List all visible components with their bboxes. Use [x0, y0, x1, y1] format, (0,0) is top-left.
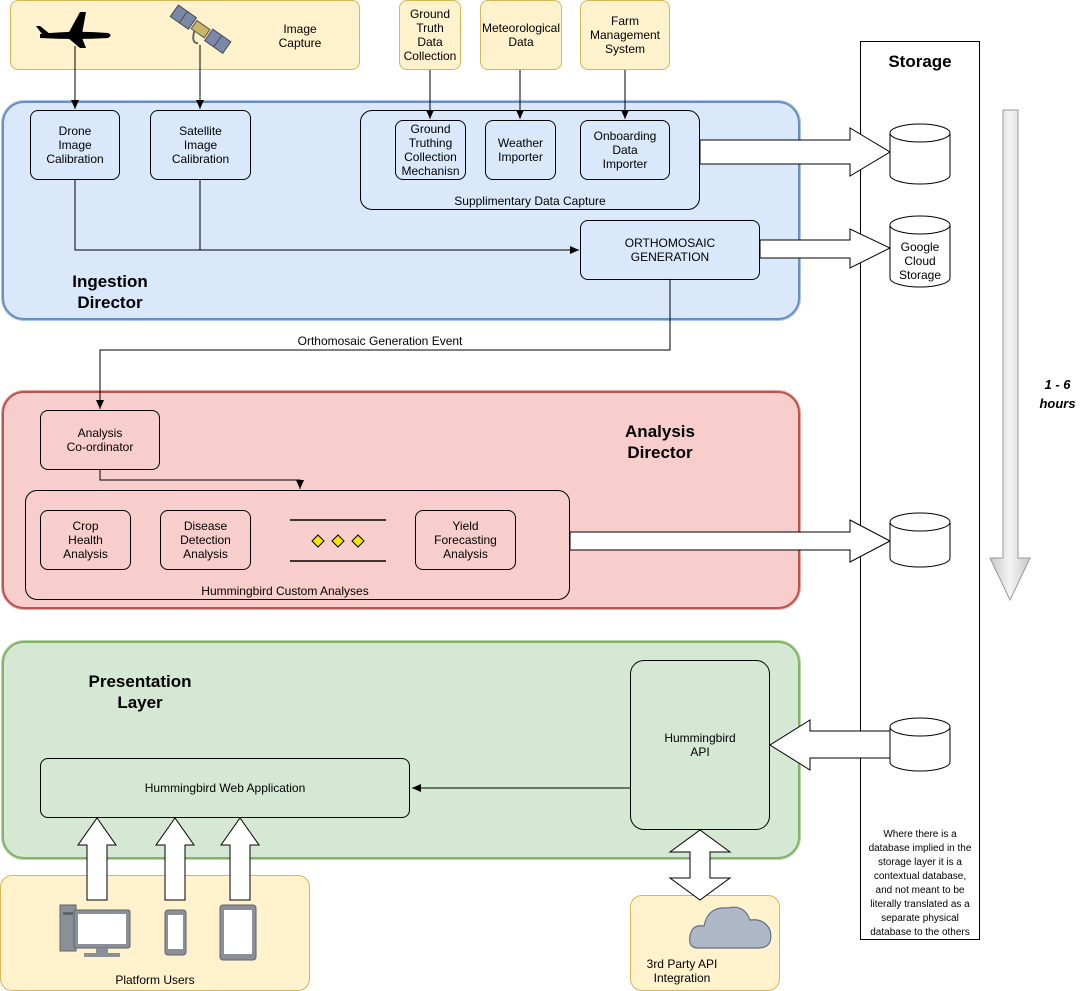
desktop-computer-icon — [59, 904, 131, 957]
ingestion-director-region — [2, 101, 800, 320]
presentation-layer-region — [2, 641, 800, 859]
cloud-icon — [689, 906, 772, 949]
meteorological-data-box: Meteorological Data — [480, 0, 562, 70]
custom-analyses-label: Hummingbird Custom Analyses — [201, 584, 369, 598]
third-party-label: 3rd Party API Integration — [646, 957, 718, 985]
ground-truthing-box: Ground Truthing Collection Mechanisn — [395, 120, 466, 180]
orthomosaic-event-label: Orthomosaic Generation Event — [297, 334, 463, 348]
web-application-box: Hummingbird Web Application — [40, 758, 410, 818]
orthomosaic-generation-box: ORTHOMOSAIC GENERATION — [580, 220, 760, 280]
google-cloud-storage-icon — [889, 215, 951, 288]
ground-truth-data-box: Ground Truth Data Collection — [399, 0, 461, 70]
analysis-director-region — [2, 391, 800, 609]
timeline-arrow-icon — [989, 109, 1031, 602]
supplementary-data-capture-label: Supplimentary Data Capture — [454, 194, 606, 208]
database-icon — [889, 512, 951, 568]
onboarding-importer-box: Onboarding Data Importer — [580, 120, 670, 180]
mobile-phone-icon — [164, 909, 187, 956]
image-capture-label: Image Capture — [278, 22, 322, 50]
ingestion-director-title: Ingestion Director — [72, 272, 148, 312]
yield-forecasting-box: Yield Forecasting Analysis — [415, 510, 516, 570]
analysis-coordinator-box: Analysis Co-ordinator — [40, 410, 160, 470]
farm-management-box: Farm Management System — [580, 0, 670, 70]
presentation-layer-title: Presentation Layer — [88, 672, 192, 712]
database-icon — [889, 123, 951, 185]
timeline-label: 1 - 6 hours — [1039, 377, 1076, 411]
platform-users-box — [0, 875, 310, 991]
airplane-icon — [36, 12, 111, 48]
more-analyses-ellipsis — [290, 519, 386, 562]
satellite-icon — [169, 4, 232, 54]
weather-importer-box: Weather Importer — [485, 120, 556, 180]
platform-users-label: Platform Users — [115, 973, 195, 987]
database-icon — [889, 717, 951, 772]
storage-note: Where there is a database implied in the… — [868, 829, 972, 938]
storage-title: Storage — [888, 52, 952, 71]
drone-calibration-box: Drone Image Calibration — [30, 110, 120, 180]
satellite-calibration-box: Satellite Image Calibration — [150, 110, 251, 180]
disease-detection-box: Disease Detection Analysis — [160, 510, 251, 570]
storage-column — [860, 41, 980, 940]
analysis-director-title: Analysis Director — [625, 422, 695, 462]
tablet-icon — [219, 904, 257, 961]
crop-health-box: Crop Health Analysis — [40, 510, 131, 570]
google-cloud-storage-label: Google Cloud Storage — [898, 240, 942, 282]
